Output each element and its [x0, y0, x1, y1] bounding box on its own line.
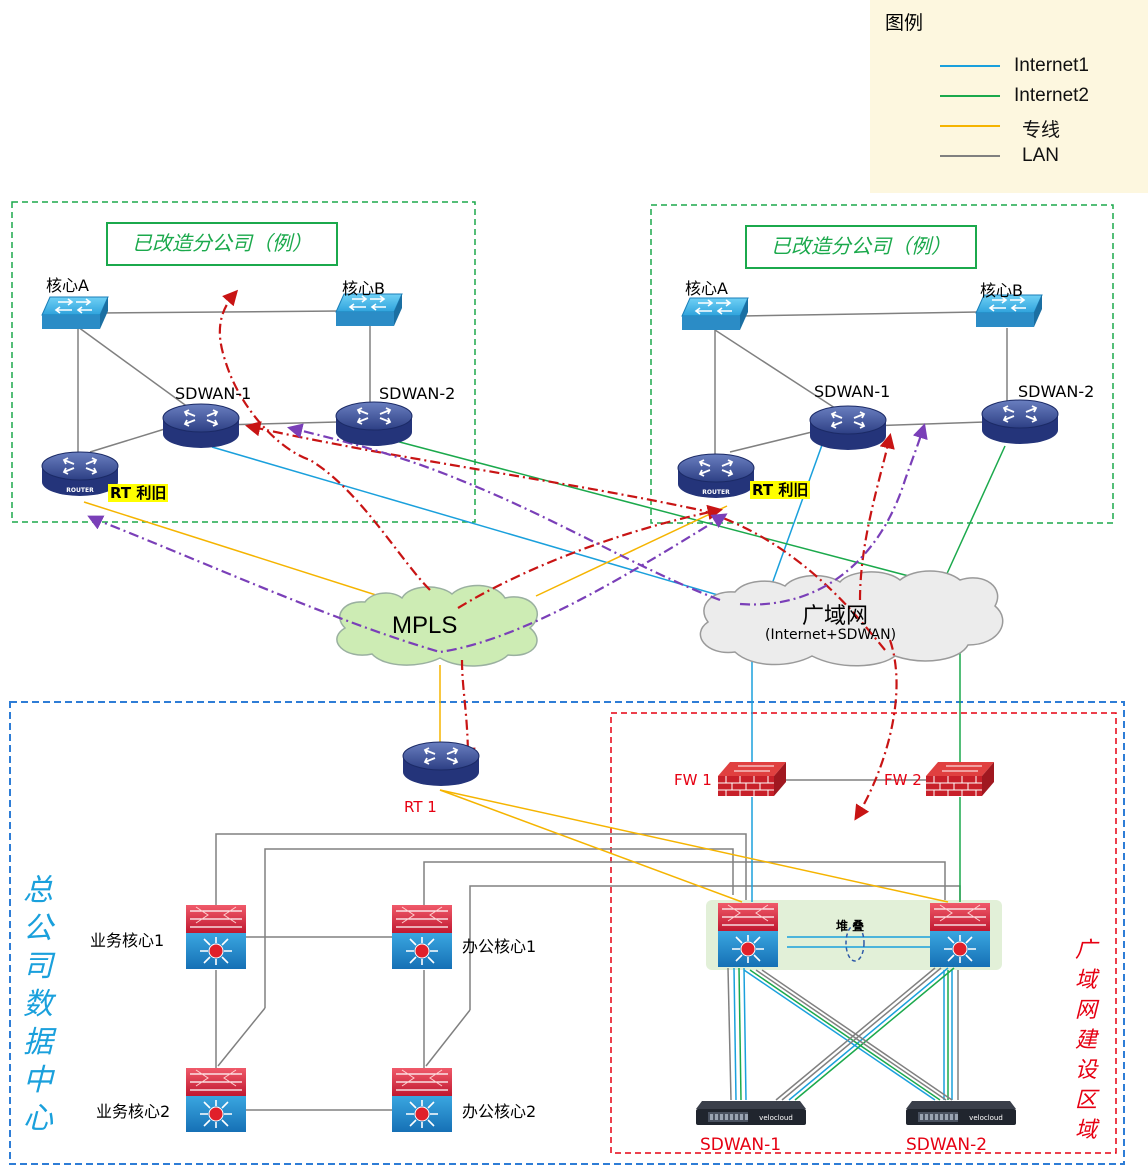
flow-red-2	[457, 504, 724, 609]
branch-right-sdwan2: SDWAN-2	[1018, 382, 1095, 401]
flow-red-4	[244, 421, 886, 651]
router-icon	[335, 401, 413, 446]
internet1-links	[211, 444, 953, 1101]
fw2-label: FW 2	[884, 771, 922, 789]
branch-right-zone	[650, 204, 1114, 524]
appliance-brand: velocloud	[759, 1114, 793, 1122]
vertical-char: 数	[23, 987, 53, 1022]
core-switch-icon	[392, 1068, 452, 1132]
firewall-icon	[926, 762, 994, 796]
switch-icon	[41, 296, 109, 329]
wan-build-zone	[610, 712, 1117, 1154]
flow-red-5	[854, 639, 898, 821]
fw1-label: FW 1	[674, 771, 712, 789]
sdwan-appliance-icon: velocloud	[696, 1101, 806, 1125]
rt-reuse-label: RT 利旧	[108, 484, 169, 502]
legend-swatch	[940, 95, 1000, 97]
flow-red-6	[858, 432, 895, 601]
switch-icon	[335, 293, 403, 326]
branch-right-core-a: 核心A	[685, 279, 728, 298]
branch-left-title: 已改造分公司（例）	[106, 222, 338, 266]
lan-links	[77, 310, 1008, 1111]
flow-purple-2	[87, 515, 105, 530]
branch-left-sdwan2: SDWAN-2	[379, 384, 456, 403]
wan-cloud	[699, 570, 1004, 667]
branch-right-title: 已改造分公司（例）	[745, 225, 977, 269]
legend-swatch	[940, 125, 1000, 127]
vertical-char: 建	[1074, 1028, 1097, 1053]
vertical-char: 司	[23, 949, 53, 984]
core-switch-icon	[930, 903, 990, 967]
vertical-char: 据	[23, 1025, 53, 1060]
core-switch-icon	[718, 903, 778, 967]
rt-reuse-label: RT 利旧	[750, 481, 811, 499]
wan-label: 广域网	[802, 604, 869, 629]
legend-label: Internet2	[1014, 85, 1089, 106]
vertical-char: 域	[1074, 1118, 1097, 1143]
wan-zone-title-vertical: 广域网建设区域	[1066, 936, 1106, 1146]
router-icon-label: ROUTER	[66, 487, 94, 494]
appliance-sdwan2-label: SDWAN-2	[906, 1135, 988, 1155]
legend-label: Internet1	[1014, 55, 1089, 76]
flow-purple-3	[287, 423, 721, 602]
switch-icon	[975, 294, 1043, 327]
branch-left-core-b: 核心B	[342, 279, 385, 298]
vertical-char: 域	[1074, 968, 1097, 993]
vertical-char: 公	[23, 911, 53, 946]
vertical-char: 区	[1074, 1088, 1097, 1113]
vertical-char: 总	[23, 873, 53, 908]
branch-left-core-a: 核心A	[46, 276, 89, 295]
biz-core1-label: 业务核心1	[90, 931, 165, 950]
stack-background	[706, 900, 1002, 970]
branch-right-rt: RT 利旧	[750, 479, 811, 500]
branch-left-zone	[11, 201, 476, 523]
sdwan-appliance-icon: velocloud	[906, 1101, 1016, 1125]
appliance-brand: velocloud	[969, 1114, 1003, 1122]
core-switch-icon	[186, 905, 246, 969]
hq-zone	[9, 701, 1125, 1165]
router-icon	[162, 403, 240, 448]
flow-purple-4	[739, 423, 928, 606]
router-icon	[981, 399, 1059, 444]
router-icon: ROUTER	[41, 451, 119, 496]
router-icon: ROUTER	[677, 453, 755, 498]
hq-title-vertical: 总公司数据中心	[18, 872, 58, 1138]
mpls-label: MPLS	[392, 612, 458, 639]
biz-core2-label: 业务核心2	[96, 1102, 171, 1121]
legend-swatch	[940, 155, 1000, 157]
leased-line-links	[83, 501, 949, 903]
branch-right-core-b: 核心B	[980, 281, 1023, 300]
legend: 图例 Internet1 Internet2 专线 LAN	[870, 0, 1148, 193]
router-icon-label: ROUTER	[702, 489, 730, 496]
core-switch-icon	[392, 905, 452, 969]
branch-left-rt: RT 利旧	[108, 482, 169, 503]
mpls-cloud	[336, 584, 538, 667]
legend-label: LAN	[1022, 145, 1059, 166]
legend-title: 图例	[885, 12, 924, 34]
office-core2-label: 办公核心2	[462, 1102, 537, 1121]
rt1-label: RT 1	[404, 798, 437, 816]
vertical-char: 广	[1074, 938, 1097, 963]
firewall-icon	[718, 762, 786, 796]
wan-sublabel: (Internet+SDWAN)	[765, 627, 897, 643]
router-icon	[809, 405, 887, 450]
stack-label: 堆 叠	[836, 919, 865, 933]
branch-left-sdwan1: SDWAN-1	[175, 384, 252, 403]
vertical-char: 网	[1074, 998, 1097, 1023]
flow-red-1	[218, 289, 431, 591]
office-core1-label: 办公核心1	[462, 937, 537, 956]
internet2-links	[391, 439, 1006, 1101]
router-icon	[402, 741, 480, 786]
legend-swatch	[940, 65, 1000, 67]
vertical-char: 中	[23, 1063, 53, 1098]
switch-icon	[681, 297, 749, 330]
appliance-sdwan1-label: SDWAN-1	[700, 1135, 782, 1155]
branch-right-sdwan1: SDWAN-1	[814, 382, 891, 401]
vertical-char: 设	[1074, 1058, 1097, 1083]
vertical-char: 心	[23, 1101, 53, 1136]
legend-label: 专线	[1022, 120, 1061, 141]
core-switch-icon	[186, 1068, 246, 1132]
